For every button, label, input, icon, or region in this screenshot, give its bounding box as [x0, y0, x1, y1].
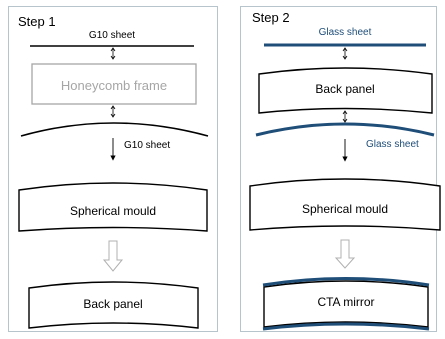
- spherical-mould-step-1-label: Spherical mould: [70, 204, 156, 218]
- step-2-title: Step 2: [252, 10, 290, 25]
- small-double-arrow-icon: [342, 110, 348, 123]
- back-panel-input: [258, 67, 433, 114]
- spherical-mould-step-2: [249, 178, 441, 231]
- hollow-down-arrow-icon: [102, 240, 124, 272]
- honeycomb-frame-label: Honeycomb frame: [61, 78, 167, 93]
- cta-mirror-result: [262, 277, 430, 331]
- cta-mirror-result-label: CTA mirror: [317, 295, 374, 309]
- back-panel-result: [28, 281, 199, 329]
- g10-sheet-bottom-label: G10 sheet: [124, 140, 170, 151]
- hollow-down-arrow-icon: [334, 239, 356, 269]
- g10-sheet-top-label: G10 sheet: [89, 30, 135, 41]
- spherical-mould-step-1: [18, 182, 208, 232]
- g10-sheet-bottom-curved: [20, 122, 209, 137]
- small-double-arrow-icon: [110, 47, 116, 60]
- back-panel-input-label: Back panel: [315, 82, 374, 96]
- glass-sheet-bottom-label: Glass sheet: [366, 139, 419, 150]
- honeycomb-frame-box: [31, 63, 197, 105]
- glass-sheet-bottom-curved: [255, 122, 435, 137]
- step-1-panel: [8, 6, 218, 332]
- back-panel-result-label: Back panel: [83, 297, 142, 311]
- small-double-arrow-icon: [110, 105, 116, 118]
- small-double-arrow-icon: [342, 47, 348, 60]
- spherical-mould-step-2-label: Spherical mould: [302, 202, 388, 216]
- glass-sheet-top-label: Glass sheet: [319, 27, 372, 38]
- step-1-title: Step 1: [18, 14, 56, 29]
